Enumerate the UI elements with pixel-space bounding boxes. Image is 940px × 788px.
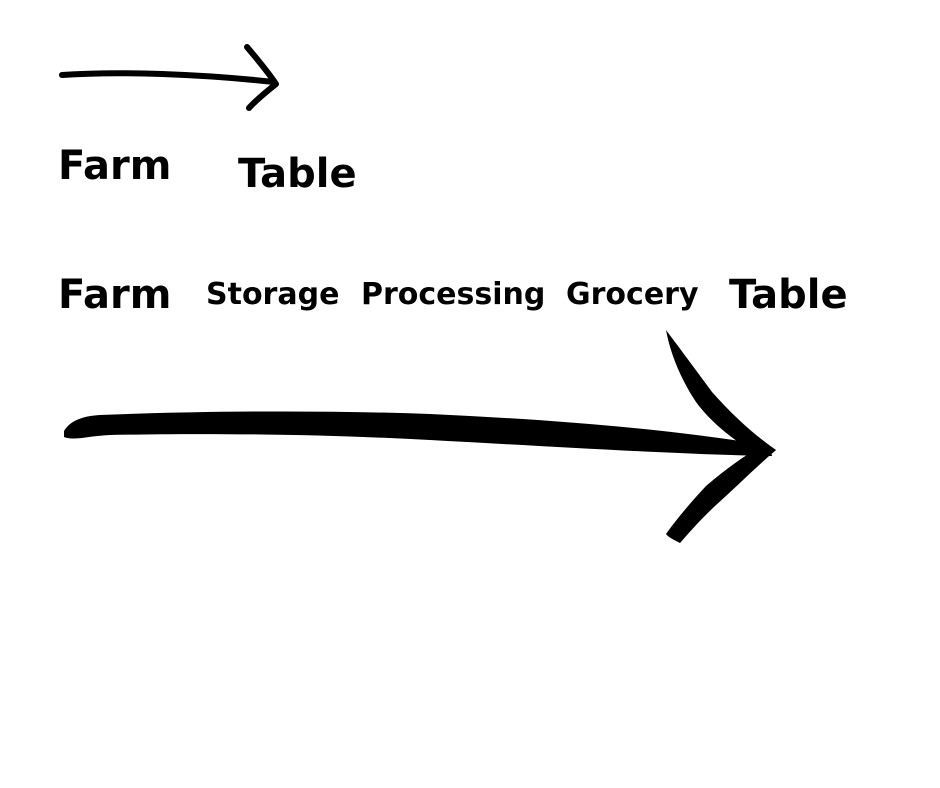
short-arrow-shaft	[59, 70, 277, 85]
short-arrow-head	[244, 44, 279, 111]
long-path-end-label: Table	[729, 272, 848, 318]
long-arrow	[64, 330, 776, 543]
long-arrow-head-lower	[666, 445, 776, 543]
short-path-start-label: Farm	[58, 143, 172, 189]
short-path-end-label: Table	[238, 151, 357, 197]
long-path-step-grocery: Grocery	[566, 277, 699, 312]
long-path-step-storage: Storage	[206, 277, 340, 312]
long-arrow-head-upper	[666, 330, 776, 458]
short-arrow	[59, 44, 279, 111]
long-path-start-label: Farm	[58, 272, 172, 318]
long-arrow-shaft	[64, 411, 772, 456]
long-path-step-processing: Processing	[361, 277, 546, 312]
